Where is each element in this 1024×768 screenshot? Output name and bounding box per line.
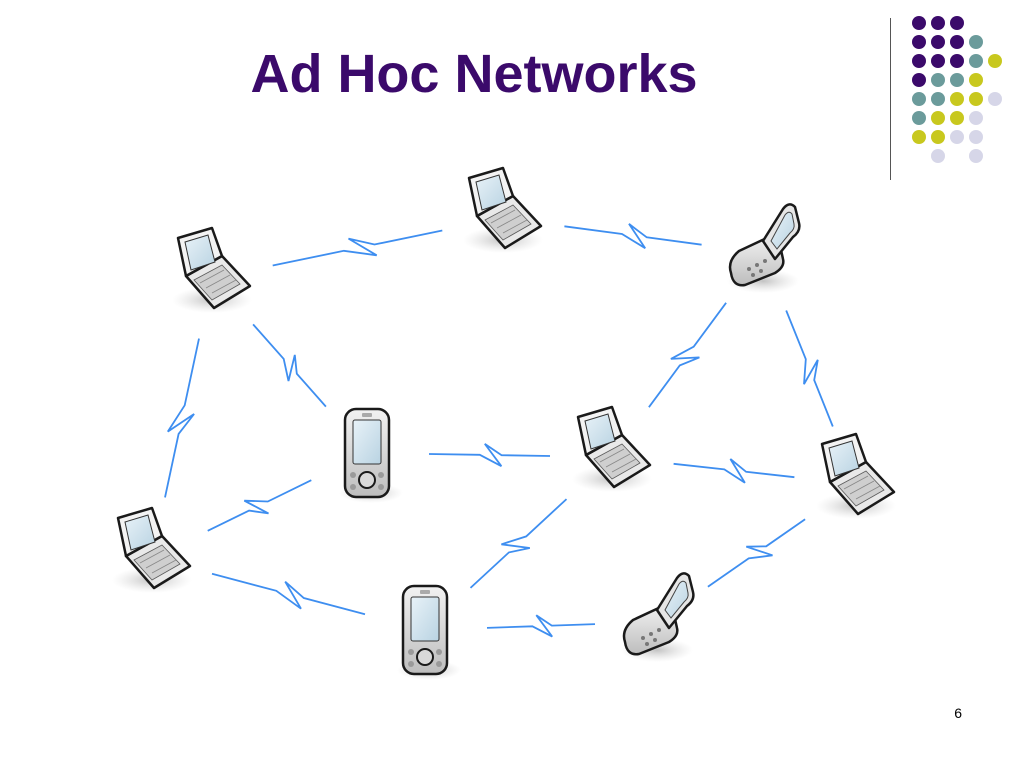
wireless-link [564,223,702,249]
decorative-dot [969,92,983,106]
decorative-dot [988,92,1002,106]
wireless-link [785,310,834,427]
decorative-dot [931,54,945,68]
wireless-link [211,572,366,616]
decorative-dot [969,149,983,163]
wireless-link [707,518,806,588]
decorative-dot [912,35,926,49]
decorative-dot [912,111,926,125]
decorative-dot [969,130,983,144]
decorative-dot [950,111,964,125]
decorative-dot [950,16,964,30]
laptop-icon [570,405,654,494]
decorative-dot [988,54,1002,68]
decorative-dot [969,111,983,125]
decorative-dot [912,73,926,87]
decorative-dot [950,35,964,49]
decorative-dot [912,130,926,144]
pda-icon [395,584,463,682]
decorative-dot [912,16,926,30]
decorative-dot [912,54,926,68]
network-nodes [110,166,898,682]
wireless-link [486,614,596,638]
wireless-link [648,302,727,408]
decorative-dot [950,130,964,144]
decorative-dot [950,54,964,68]
decorative-dot [931,92,945,106]
decorative-dot [931,35,945,49]
decorative-dot [931,149,945,163]
wireless-link [252,323,327,408]
wireless-link [207,479,312,532]
wireless-link [272,229,443,267]
laptop-icon [110,506,194,595]
decorative-dot [912,92,926,106]
decorative-dot [969,54,983,68]
wireless-link [164,338,200,498]
pda-icon [337,407,405,505]
decorative-dot [931,73,945,87]
header-divider [890,18,891,180]
decorative-dot [969,35,983,49]
decorative-dot [950,73,964,87]
decorative-dot [931,16,945,30]
laptop-icon [170,226,254,315]
page-number: 6 [954,705,962,721]
slide-title: Ad Hoc Networks [250,44,698,104]
decorative-dot-grid [912,16,1002,163]
wireless-link [469,498,568,589]
laptop-icon [461,166,545,255]
phone-icon [725,203,801,295]
wireless-link [673,458,795,484]
laptop-icon [814,432,898,521]
wireless-links [164,223,834,638]
decorative-dot [931,130,945,144]
wireless-link [428,443,551,467]
decorative-dot [969,73,983,87]
decorative-dot [931,111,945,125]
phone-icon [619,572,695,664]
decorative-dot [950,92,964,106]
